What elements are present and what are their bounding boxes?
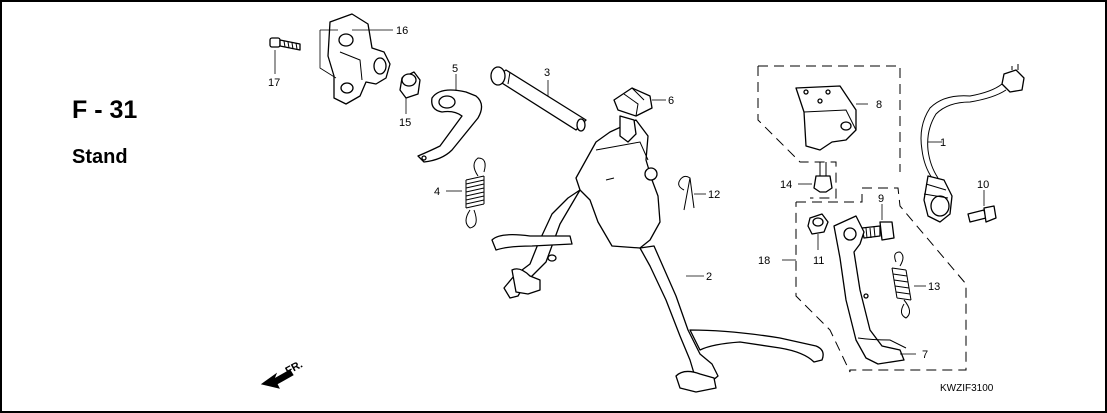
catalog-code: KWZIF3100 — [940, 383, 994, 394]
bolt-10-drawing — [967, 205, 997, 223]
bolt-17-drawing — [269, 37, 301, 51]
spring-hook-plate-5-drawing — [417, 89, 483, 163]
figure-title: Stand — [72, 146, 128, 168]
front-direction-arrow — [260, 369, 294, 389]
part-number-5: 5 — [452, 63, 458, 75]
part-number-12: 12 — [708, 189, 720, 201]
part-number-9: 9 — [878, 193, 884, 205]
stopper-6-drawing — [613, 87, 653, 117]
stand-sensor-1-drawing — [920, 64, 1025, 223]
figure-code: F - 31 — [72, 96, 138, 124]
part-number-8: 8 — [876, 99, 882, 111]
pivot-pin-3-drawing — [490, 66, 587, 132]
spring-4-drawing — [465, 157, 486, 229]
part-number-17: 17 — [268, 77, 280, 89]
side-stand-7-drawing — [833, 215, 907, 365]
part-number-1: 1 — [940, 137, 946, 149]
part-number-15: 15 — [399, 117, 411, 129]
spring-13-drawing — [891, 251, 912, 319]
bolt-14-drawing — [813, 162, 833, 193]
cotter-pin-12-drawing — [678, 175, 695, 211]
part-number-13: 13 — [928, 281, 940, 293]
part-number-4: 4 — [434, 186, 440, 198]
collar-11-drawing — [807, 213, 829, 235]
main-stand-2-drawing — [491, 115, 824, 393]
part-number-2: 2 — [706, 271, 712, 283]
part-number-11: 11 — [813, 255, 824, 267]
part-number-3: 3 — [544, 67, 550, 79]
part-number-7: 7 — [922, 349, 928, 361]
part-number-18: 18 — [758, 255, 770, 267]
stand-bracket-drawing — [327, 13, 391, 105]
part-number-14: 14 — [780, 179, 792, 191]
bolt-9-drawing — [861, 221, 895, 241]
part-number-16: 16 — [396, 25, 408, 37]
sensor-bracket-8-drawing — [795, 85, 857, 151]
direction-label: FR. — [283, 359, 304, 378]
part-number-10: 10 — [977, 179, 989, 191]
collar-15-drawing — [399, 71, 421, 99]
part-number-6: 6 — [668, 95, 674, 107]
